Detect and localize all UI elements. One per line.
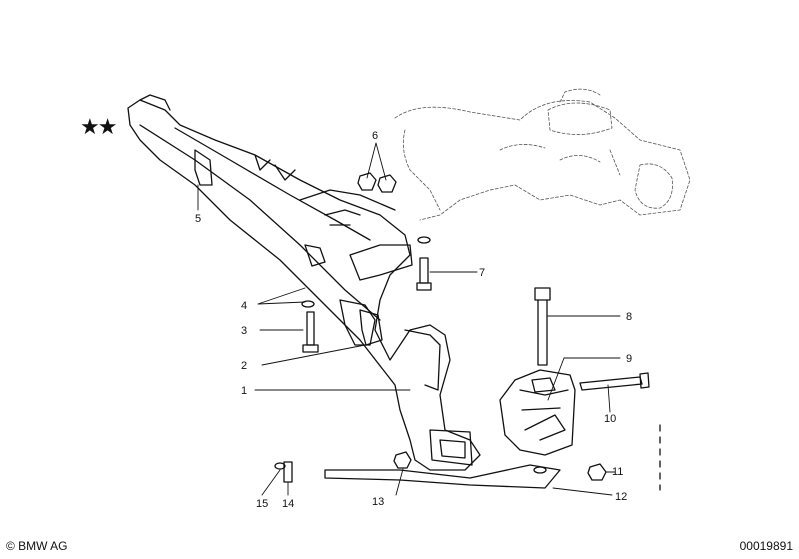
stars-marker: ★★ bbox=[80, 115, 117, 140]
callout-9: 9 bbox=[626, 353, 633, 365]
callout-13: 13 bbox=[372, 496, 385, 508]
bolt-10 bbox=[579, 372, 650, 391]
bolt-8 bbox=[534, 287, 551, 366]
bracket-2 bbox=[359, 309, 383, 346]
copyright-text: © BMW AG bbox=[6, 539, 68, 553]
callout-15: 15 bbox=[256, 498, 269, 510]
callout-2: 2 bbox=[241, 360, 248, 372]
callout-3: 3 bbox=[241, 325, 248, 337]
engine-background-sketch bbox=[394, 88, 691, 221]
callout-6: 6 bbox=[372, 130, 379, 142]
callout-5: 5 bbox=[195, 213, 202, 225]
nut-13 bbox=[393, 451, 412, 469]
bolt-7 bbox=[416, 257, 432, 291]
bolt-14 bbox=[283, 461, 293, 483]
nuts-6 bbox=[357, 172, 397, 193]
callout-14: 14 bbox=[282, 498, 295, 510]
callout-7: 7 bbox=[479, 267, 486, 279]
callout-8: 8 bbox=[626, 311, 633, 323]
subframe-beam bbox=[127, 94, 481, 471]
callout-1: 1 bbox=[241, 385, 248, 397]
bolt-3 bbox=[302, 311, 319, 353]
bar-12 bbox=[324, 464, 561, 489]
washers-4 bbox=[301, 236, 431, 308]
nut-11 bbox=[587, 463, 607, 481]
callout-12: 12 bbox=[615, 491, 628, 503]
washer-15 bbox=[274, 462, 286, 470]
callout-10: 10 bbox=[604, 413, 617, 425]
leader-lines bbox=[197, 142, 621, 496]
callout-4: 4 bbox=[241, 300, 248, 312]
callout-11: 11 bbox=[612, 466, 624, 478]
document-number: 00019891 bbox=[739, 539, 793, 553]
engine-mount-block bbox=[499, 369, 576, 456]
